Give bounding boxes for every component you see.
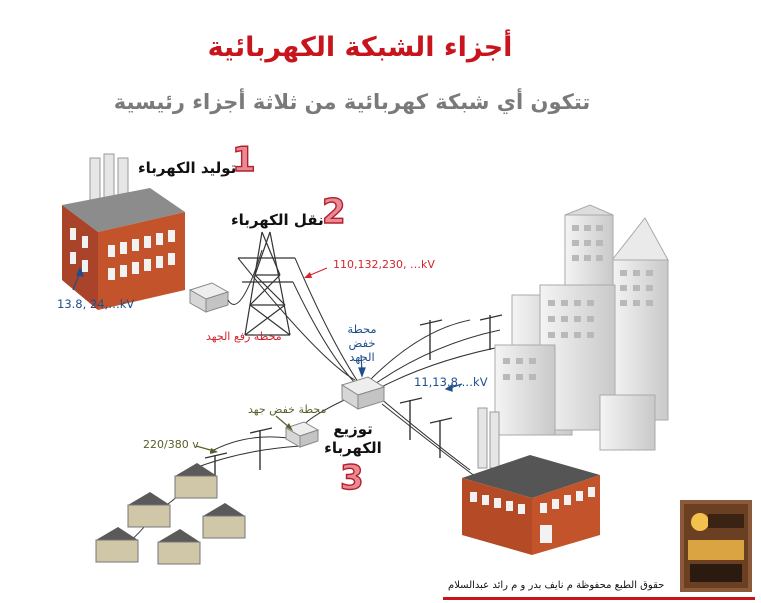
distribution-transformer-icon xyxy=(286,422,318,447)
power-plant-icon xyxy=(62,154,185,310)
part-3-number: 3 xyxy=(340,458,364,498)
distribution-voltage-label: 11,13.8,…kV xyxy=(414,375,488,389)
copyright-footer: حقوق الطبع محفوظة م نايف بدر و م رائد عب… xyxy=(448,580,664,591)
city-buildings-icon xyxy=(495,205,668,450)
logo-icon xyxy=(680,500,752,592)
part-2-label: نقل الكهرباء xyxy=(231,211,324,229)
step-up-station-label: محطة رفع الجهد xyxy=(206,330,282,343)
step-down-station-2-label: محطة خفض جهد xyxy=(248,403,326,416)
generation-voltage-label: 13.8, 24,…kV xyxy=(57,297,134,311)
transmission-tower-icon xyxy=(238,232,295,335)
page-subtitle: تتكون أي شبكة كهربائية من ثلاثة أجزاء رئ… xyxy=(92,90,612,114)
page-title: أجزاء الشبكة الكهربائية xyxy=(190,32,530,63)
footer-rule xyxy=(443,597,755,600)
part-3-label: توزيع الكهرباء xyxy=(318,420,388,458)
transmission-voltage-label: 110,132,230, …kV xyxy=(333,258,435,271)
step-up-transformer-icon xyxy=(190,283,228,312)
houses-icon xyxy=(96,463,245,564)
part-2-number: 2 xyxy=(322,192,346,232)
part-1-label: توليد الكهرباء xyxy=(138,159,236,177)
step-down-station-label: محطة خفض الجهد xyxy=(337,322,387,364)
consumer-voltage-label: 220/380 v xyxy=(143,438,199,451)
